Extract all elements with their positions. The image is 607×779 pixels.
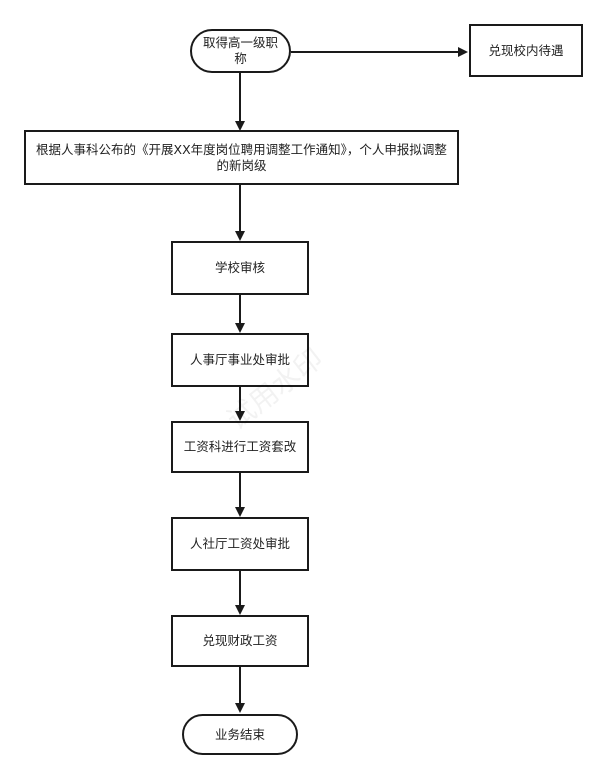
- pay-box: 兑现财政工资: [171, 615, 309, 667]
- school-review-label: 学校审核: [214, 260, 265, 275]
- apply-step-box: 根据人事科公布的《开展XX年度岗位聘用调整工作通知》，个人申报拟调整的新岗级: [24, 130, 459, 185]
- start-label: 取得高一级职称: [202, 35, 278, 66]
- salary-reform-label: 工资科进行工资套改: [183, 439, 297, 454]
- side-branch-box: 兑现校内待遇: [469, 24, 583, 77]
- social-approval-label: 人社厅工资处审批: [189, 536, 290, 551]
- start-terminal: 取得高一级职称: [190, 29, 291, 73]
- pay-label: 兑现财政工资: [202, 633, 278, 648]
- hr-approval-label: 人事厅事业处审批: [189, 352, 290, 367]
- school-review-box: 学校审核: [171, 241, 309, 295]
- end-terminal: 业务结束: [182, 714, 298, 755]
- salary-reform-box: 工资科进行工资套改: [171, 421, 309, 473]
- hr-approval-box: 人事厅事业处审批: [171, 333, 309, 387]
- end-label: 业务结束: [214, 726, 265, 742]
- social-approval-box: 人社厅工资处审批: [171, 517, 309, 571]
- side-branch-label: 兑现校内待遇: [488, 42, 564, 58]
- apply-step-label: 根据人事科公布的《开展XX年度岗位聘用调整工作通知》，个人申报拟调整的新岗级: [36, 141, 447, 173]
